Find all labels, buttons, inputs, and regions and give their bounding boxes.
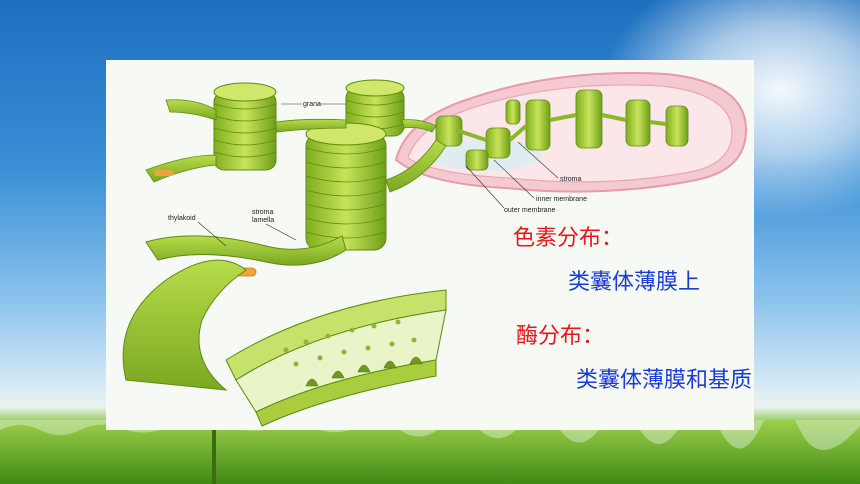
label-stroma-lamella-2: lamella xyxy=(252,217,274,224)
pigment-location: 类囊体薄膜上 xyxy=(568,270,701,295)
label-outer-membrane: outer membrane xyxy=(504,207,555,214)
label-stroma: stroma xyxy=(560,176,582,183)
envelope-grana xyxy=(435,89,689,171)
chloroplast-diagram: grana thylakoid stroma lamella stroma in… xyxy=(122,72,748,427)
label-grana: grana xyxy=(303,101,321,108)
grana-stack-left xyxy=(213,82,277,171)
enzyme-heading: 酶分布： xyxy=(516,324,605,349)
thylakoid-sheet xyxy=(122,170,347,391)
pigment-heading: 色素分布： xyxy=(513,226,624,251)
label-inner-membrane: inner membrane xyxy=(536,196,587,203)
cross-section xyxy=(225,289,447,427)
label-thylakoid: thylakoid xyxy=(168,215,196,222)
plant-stem xyxy=(212,428,216,484)
grana-stack-center xyxy=(305,122,387,251)
diagram-labels: grana thylakoid stroma lamella stroma in… xyxy=(168,101,587,247)
enzyme-location: 类囊体薄膜和基质 xyxy=(576,368,753,393)
content-panel: grana thylakoid stroma lamella stroma in… xyxy=(106,60,754,430)
label-stroma-lamella-1: stroma xyxy=(252,209,274,216)
